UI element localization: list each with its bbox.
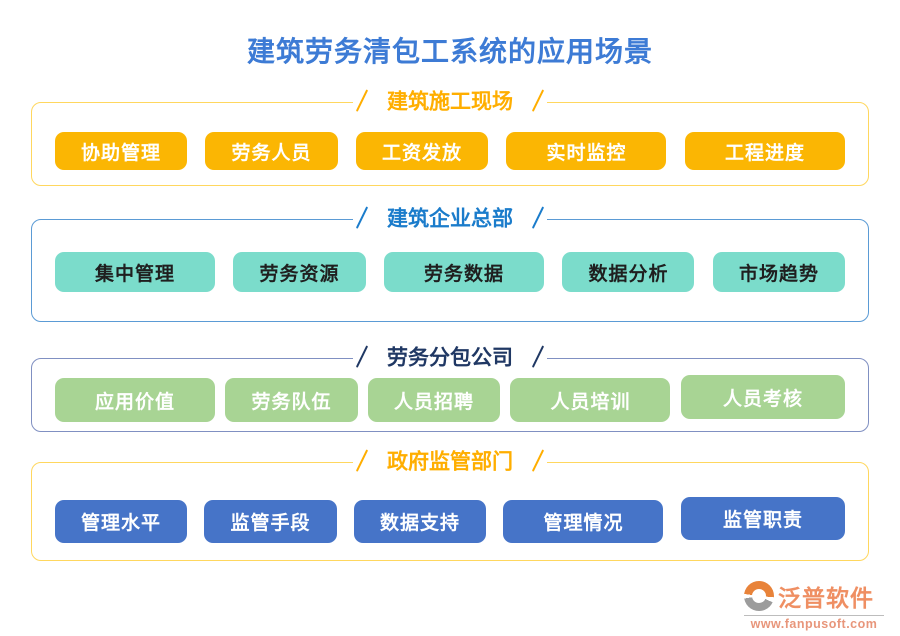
chip-row: 协助管理 劳务人员 工资发放 实时监控 工程进度 [32, 132, 868, 171]
feature-chip: 数据支持 [353, 500, 486, 544]
slash-mark-icon [355, 345, 369, 369]
feature-chip: 劳务资源 [233, 252, 366, 293]
feature-chip: 工程进度 [684, 132, 845, 171]
feature-chip: 监管手段 [204, 500, 337, 544]
section-label: 政府监管部门 [387, 448, 513, 474]
section-header: 劳务分包公司 [353, 341, 547, 372]
slash-mark-icon [531, 345, 545, 369]
slash-mark-icon [531, 89, 545, 113]
section-construction-site: 建筑施工现场 协助管理 劳务人员 工资发放 实时监控 工程进度 [31, 85, 869, 187]
section-enterprise-hq: 建筑企业总部 集中管理 劳务资源 劳务数据 数据分析 市场趋势 [31, 202, 869, 323]
feature-chip: 人员考核 [680, 375, 845, 420]
feature-chip: 协助管理 [55, 132, 188, 171]
feature-chip: 集中管理 [55, 252, 216, 293]
section-labor-subcontractor: 劳务分包公司 应用价值 劳务队伍 人员招聘 人员培训 人员考核 [31, 341, 869, 433]
chip-row: 应用价值 劳务队伍 人员招聘 人员培训 人员考核 [32, 375, 868, 423]
feature-chip: 市场趋势 [712, 252, 845, 293]
slash-mark-icon [355, 89, 369, 113]
feature-chip: 劳务队伍 [225, 378, 358, 423]
brand-name: 泛普软件 [778, 585, 874, 612]
feature-chip: 管理情况 [503, 500, 664, 544]
brand-url: www.fanpusoft.com [750, 617, 878, 631]
section-label: 建筑施工现场 [387, 88, 513, 114]
feature-chip: 人员培训 [510, 378, 671, 423]
section-label: 劳务分包公司 [387, 344, 513, 370]
slash-mark-icon [531, 449, 545, 473]
feature-chip: 工资发放 [355, 132, 488, 171]
feature-chip: 数据分析 [562, 252, 695, 293]
section-government-regulator: 政府监管部门 管理水平 监管手段 数据支持 管理情况 监管职责 [31, 445, 869, 562]
slash-mark-icon [355, 449, 369, 473]
feature-chip: 劳务人员 [205, 132, 338, 171]
fanpu-logo-icon [744, 581, 774, 611]
slash-mark-icon [531, 206, 545, 230]
feature-chip: 人员招聘 [367, 378, 500, 423]
section-label: 建筑企业总部 [387, 205, 513, 231]
section-header: 建筑企业总部 [353, 202, 547, 233]
feature-chip: 应用价值 [55, 378, 216, 423]
feature-chip: 劳务数据 [383, 252, 544, 293]
page-title: 建筑劳务清包工系统的应用场景 [246, 35, 653, 68]
feature-chip: 实时监控 [506, 132, 667, 171]
feature-chip: 管理水平 [55, 500, 188, 544]
brand-row: 泛普软件 [744, 579, 884, 616]
section-header: 建筑施工现场 [353, 85, 547, 116]
section-header: 政府监管部门 [353, 445, 547, 476]
slash-mark-icon [355, 206, 369, 230]
chip-row: 集中管理 劳务资源 劳务数据 数据分析 市场趋势 [32, 252, 868, 293]
chip-row: 管理水平 监管手段 数据支持 管理情况 监管职责 [32, 497, 868, 544]
brand-watermark: 泛普软件 www.fanpusoft.com [744, 579, 884, 631]
feature-chip: 监管职责 [680, 497, 845, 541]
